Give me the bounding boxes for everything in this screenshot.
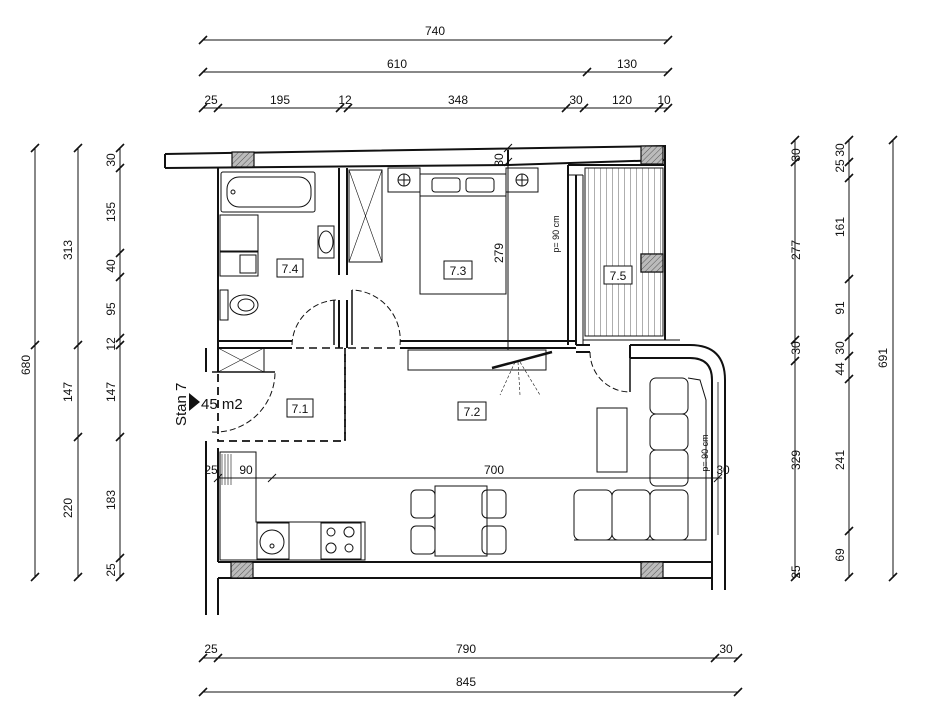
toilet bbox=[219, 289, 229, 321]
room-7-1: 7.1 bbox=[292, 402, 309, 416]
shower bbox=[348, 169, 383, 263]
room-7-2: 7.2 bbox=[464, 405, 481, 419]
dim-bottom: 790 bbox=[456, 642, 476, 656]
dim-top-row: 25 bbox=[204, 93, 218, 107]
dim-right-inner: 161 bbox=[833, 217, 847, 237]
dim-right-inner: 30 bbox=[789, 148, 803, 162]
room-7-3: 7.3 bbox=[450, 264, 467, 278]
fixtures bbox=[219, 167, 707, 561]
dim-left-inner: 40 bbox=[104, 259, 118, 273]
cooktop bbox=[320, 522, 362, 560]
dim-right-inner: 69 bbox=[833, 548, 847, 562]
dim-top-row: 10 bbox=[657, 93, 671, 107]
bath-sink bbox=[317, 225, 335, 259]
chair bbox=[481, 489, 507, 519]
dim-left-inner: 147 bbox=[104, 382, 118, 402]
dim-left-outer: 220 bbox=[61, 498, 75, 518]
dim-kitchen-left: 25 bbox=[204, 463, 218, 477]
nightstand bbox=[505, 167, 539, 193]
dim-top-row: 30 bbox=[569, 93, 583, 107]
bathtub bbox=[220, 171, 316, 213]
dim-right-inner: 30 bbox=[789, 341, 803, 355]
kitchen-sink bbox=[256, 522, 290, 560]
dim-right-inner: 241 bbox=[833, 450, 847, 470]
walls bbox=[164, 144, 726, 615]
dim-bottom-total: 845 bbox=[456, 675, 476, 689]
nightstand bbox=[387, 167, 421, 193]
dim-left-outer: 313 bbox=[61, 240, 75, 260]
dim-top-row: 195 bbox=[270, 93, 290, 107]
dim-left-outer: 680 bbox=[19, 355, 33, 375]
dim-right-inner: 30 bbox=[833, 341, 847, 355]
dim-bedroom-height: 279 bbox=[492, 243, 506, 263]
unit-name: Stan 7 bbox=[173, 383, 190, 426]
dining-table bbox=[434, 485, 488, 557]
dim-bottom: 25 bbox=[204, 642, 218, 656]
dim-right-inner: 25 bbox=[833, 159, 847, 173]
dim-top-total: 740 bbox=[425, 24, 445, 38]
dim-bath-top: 30 bbox=[492, 153, 506, 167]
dim-bottom: 30 bbox=[719, 642, 733, 656]
dim-top-a: 610 bbox=[387, 57, 407, 71]
dim-right-outer: 329 bbox=[789, 450, 803, 470]
dim-top-row: 348 bbox=[448, 93, 468, 107]
dim-door-left: p= 90 cm bbox=[551, 215, 561, 252]
dim-door-right: p= 90 cm bbox=[700, 434, 710, 471]
chair bbox=[410, 489, 436, 519]
room-7-5: 7.5 bbox=[610, 269, 627, 283]
dim-left-inner: 95 bbox=[104, 302, 118, 316]
dim-top-row: 120 bbox=[612, 93, 632, 107]
dim-right-outer: 691 bbox=[876, 348, 890, 368]
dim-left-outer: 147 bbox=[61, 382, 75, 402]
chair bbox=[481, 525, 507, 555]
dim-left-inner: 183 bbox=[104, 490, 118, 510]
sofa bbox=[573, 377, 707, 541]
wardrobe bbox=[407, 349, 547, 371]
dim-kitchen-a: 90 bbox=[239, 463, 253, 477]
room-labels: 7.4 7.3 7.5 7.1 7.2 bbox=[276, 258, 633, 421]
dim-right-inner: 30 bbox=[833, 143, 847, 157]
dim-window-right: 30 bbox=[716, 463, 730, 477]
dim-kitchen-width: 700 bbox=[484, 463, 504, 477]
balcony-deck bbox=[584, 167, 664, 337]
entrance-arrow-icon bbox=[189, 393, 200, 411]
doors bbox=[211, 289, 631, 441]
dim-top-b: 130 bbox=[617, 57, 637, 71]
dim-left-inner: 30 bbox=[104, 153, 118, 167]
chair bbox=[410, 525, 436, 555]
dimension-ticks bbox=[30, 35, 898, 697]
dim-left-inner: 25 bbox=[104, 563, 118, 577]
cabinet bbox=[219, 214, 259, 252]
dim-right-outer: 277 bbox=[789, 240, 803, 260]
dim-right-inner: 91 bbox=[833, 301, 847, 315]
dim-right-inner: 44 bbox=[833, 362, 847, 376]
kitchen-counter bbox=[219, 451, 366, 561]
unit-area: 45 m2 bbox=[201, 396, 243, 413]
dimension-lines bbox=[34, 39, 894, 693]
dim-left-inner: 12 bbox=[104, 337, 118, 351]
room-7-4: 7.4 bbox=[282, 262, 299, 276]
dim-top-row: 12 bbox=[338, 93, 352, 107]
dim-right-inner: 25 bbox=[789, 565, 803, 579]
dim-left-inner: 135 bbox=[104, 202, 118, 222]
ac-unit bbox=[491, 350, 553, 370]
tv-stand bbox=[596, 407, 628, 473]
dimension-labels: 740 610 130 25 195 12 348 30 120 10 313 … bbox=[19, 24, 890, 689]
